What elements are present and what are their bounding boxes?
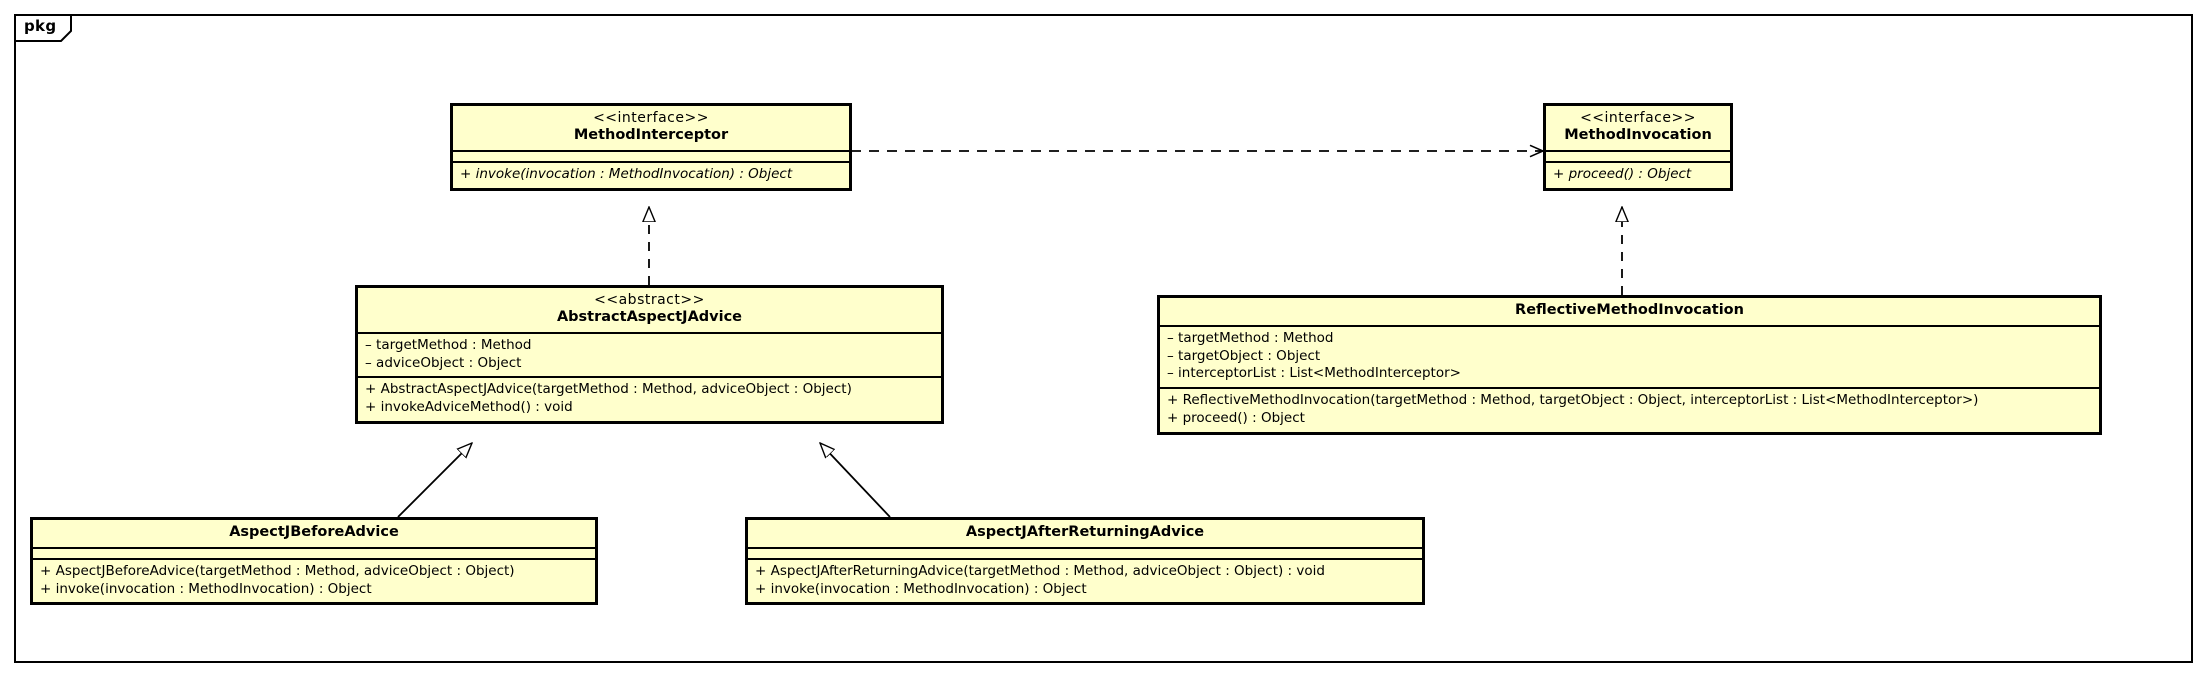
class-stereotype: <<interface>> xyxy=(593,110,709,126)
class-header-aspectjbeforeadvice: AspectJBeforeAdvice xyxy=(33,520,595,547)
class-methods-compartment-reflectivemethodinvocation: + ReflectiveMethodInvocation(targetMetho… xyxy=(1160,387,2099,432)
class-header-methodinterceptor: <<interface>> MethodInterceptor xyxy=(453,106,849,150)
class-method: + proceed() : Object xyxy=(1553,165,1692,182)
class-attributes-compartment-aspectjbeforeadvice xyxy=(33,546,595,558)
class-name: ReflectiveMethodInvocation xyxy=(1515,302,1744,318)
class-header-aspectjafterreturningadvice: AspectJAfterReturningAdvice xyxy=(748,520,1422,547)
class-method: + proceed() : Object xyxy=(1167,409,1305,426)
class-methods-compartment-methodinvocation: + proceed() : Object xyxy=(1546,160,1730,188)
class-stereotype: <<interface>> xyxy=(1580,110,1696,126)
class-attributes-compartment-aspectjafterreturningadvice xyxy=(748,546,1422,558)
class-attributes-compartment-reflectivemethodinvocation: – targetMethod : Method – targetObject :… xyxy=(1160,324,2099,387)
class-attributes-compartment-abstractaspectjadvice: – targetMethod : Method – adviceObject :… xyxy=(358,331,941,377)
class-name: MethodInvocation xyxy=(1564,127,1712,144)
class-header-methodinvocation: <<interface>> MethodInvocation xyxy=(1546,106,1730,150)
class-methods-compartment-aspectjbeforeadvice: + AspectJBeforeAdvice(targetMethod : Met… xyxy=(33,557,595,603)
class-name: AspectJBeforeAdvice xyxy=(229,524,399,540)
class-method: + invoke(invocation : MethodInvocation) … xyxy=(40,580,372,597)
class-methods-compartment-aspectjafterreturningadvice: + AspectJAfterReturningAdvice(targetMeth… xyxy=(748,557,1422,603)
class-methods-compartment-abstractaspectjadvice: + AbstractAspectJAdvice(targetMethod : M… xyxy=(358,376,941,421)
class-header-reflectivemethodinvocation: ReflectiveMethodInvocation xyxy=(1160,298,2099,325)
class-attribute: – adviceObject : Object xyxy=(365,354,522,371)
class-box-reflectivemethodinvocation[interactable]: ReflectiveMethodInvocation – targetMetho… xyxy=(1157,295,2102,435)
class-method: + invokeAdviceMethod() : void xyxy=(365,399,573,416)
class-attribute: – targetMethod : Method xyxy=(365,336,532,353)
class-box-methodinterceptor[interactable]: <<interface>> MethodInterceptor + invoke… xyxy=(450,103,852,191)
class-attribute: – targetMethod : Method xyxy=(1167,329,1334,346)
class-name: AspectJAfterReturningAdvice xyxy=(965,524,1205,540)
class-method: + invoke(invocation : MethodInvocation) … xyxy=(460,165,793,182)
class-methods-compartment-methodinterceptor: + invoke(invocation : MethodInvocation) … xyxy=(453,160,849,188)
class-box-abstractaspectjadvice[interactable]: <<abstract>> AbstractAspectJAdvice – tar… xyxy=(355,285,944,425)
package-tab xyxy=(14,14,72,42)
class-attribute: – targetObject : Object xyxy=(1167,347,1321,364)
class-name: MethodInterceptor xyxy=(573,127,729,144)
class-box-aspectjafterreturningadvice[interactable]: AspectJAfterReturningAdvice + AspectJAft… xyxy=(745,517,1425,606)
package-frame xyxy=(14,14,2193,663)
class-box-aspectjbeforeadvice[interactable]: AspectJBeforeAdvice + AspectJBeforeAdvic… xyxy=(30,517,598,606)
class-method: + invoke(invocation : MethodInvocation) … xyxy=(755,580,1087,597)
class-stereotype: <<abstract>> xyxy=(594,292,705,308)
class-method: + AbstractAspectJAdvice(targetMethod : M… xyxy=(365,381,852,398)
class-method: + ReflectiveMethodInvocation(targetMetho… xyxy=(1167,392,1979,409)
class-box-methodinvocation[interactable]: <<interface>> MethodInvocation + proceed… xyxy=(1543,103,1733,191)
class-method: + AspectJBeforeAdvice(targetMethod : Met… xyxy=(40,562,515,579)
class-header-abstractaspectjadvice: <<abstract>> AbstractAspectJAdvice xyxy=(358,288,941,332)
class-method: + AspectJAfterReturningAdvice(targetMeth… xyxy=(755,562,1325,579)
class-attributes-compartment-methodinterceptor xyxy=(453,149,849,161)
class-attribute: – interceptorList : List<MethodIntercept… xyxy=(1167,365,1461,382)
package-label: pkg xyxy=(24,17,57,35)
class-name: AbstractAspectJAdvice xyxy=(556,309,743,326)
class-attributes-compartment-methodinvocation xyxy=(1546,149,1730,161)
